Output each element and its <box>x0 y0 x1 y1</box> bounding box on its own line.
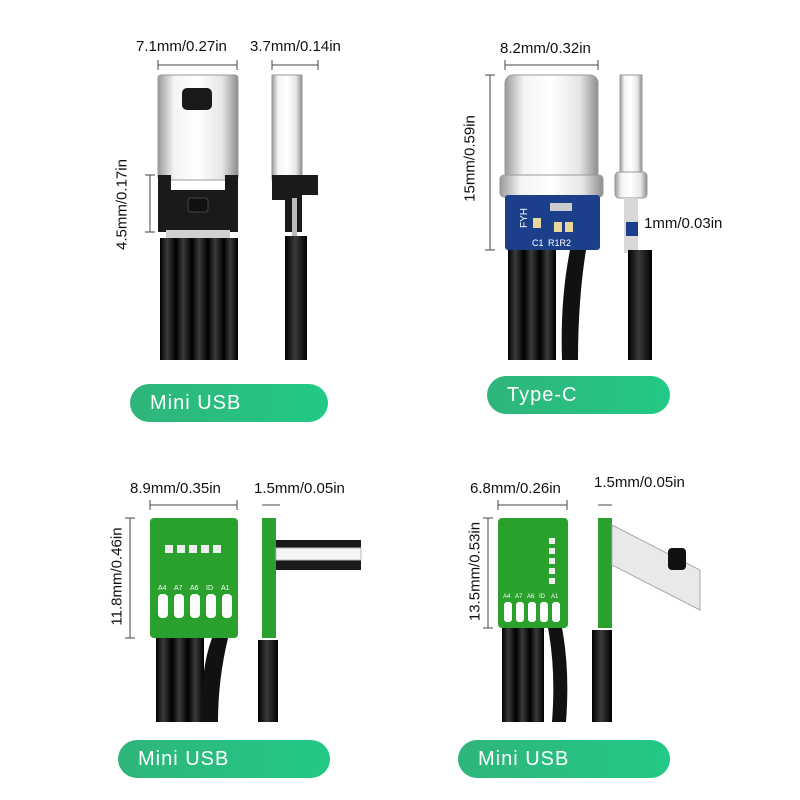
type-c-side-view <box>614 74 652 360</box>
pcb-r-text: R1R2 <box>548 238 571 248</box>
type-c-side-dim: 1mm/0.03in <box>644 215 723 232</box>
mini-usb-width-dim: 7.1mm/0.27in <box>136 38 227 55</box>
pcb2-width-dim: 6.8mm/0.26in <box>470 480 561 497</box>
label-mini-usb-top: Mini USB <box>130 384 328 422</box>
pin-label: A7 <box>174 585 183 592</box>
pcb-side-dim: 1.5mm/0.05in <box>254 480 345 497</box>
label-mini-usb-bottom-left: Mini USB <box>118 740 330 778</box>
mini-usb-front-view <box>145 60 239 360</box>
pcb-brand-text: FYH <box>519 208 530 228</box>
mini-usb-height-dim: 4.5mm/0.17in <box>113 159 131 250</box>
type-c-width-dim: 8.2mm/0.32in <box>500 40 591 57</box>
mini-usb-pcb-side-view <box>258 504 362 722</box>
type-c-front-view: FYH C1 R1R2 <box>485 60 604 360</box>
pin-label: A1 <box>221 585 230 592</box>
mini-usb-pcb-front-view: A4 A7 A6 ID A1 <box>125 500 238 722</box>
pin-label: ID <box>206 585 213 592</box>
pcb-width-dim: 8.9mm/0.35in <box>130 480 221 497</box>
mini-usb-side-dim: 3.7mm/0.14in <box>250 38 341 55</box>
pin-label: A6 <box>190 585 199 592</box>
pin-label: A4 <box>158 585 167 592</box>
mini-usb-pcb2-front-view: A4 A7 A6 ID A1 <box>483 500 568 722</box>
label-mini-usb-bottom-right: Mini USB <box>458 740 670 778</box>
pin-label: A4 <box>503 594 511 600</box>
type-c-height-dim: 15mm/0.59in <box>461 115 479 202</box>
pin-label: ID <box>539 594 546 600</box>
pcb2-height-dim: 13.5mm/0.53in <box>466 521 484 622</box>
pcb2-side-dim: 1.5mm/0.05in <box>594 474 685 491</box>
pin-label: A1 <box>551 594 559 600</box>
pin-label: A6 <box>527 594 535 600</box>
pcb-height-dim: 11.8mm/0.46in <box>108 527 126 626</box>
label-type-c: Type-C <box>487 376 670 414</box>
mini-usb-pcb2-side-view <box>592 504 701 722</box>
pcb-c1-text: C1 <box>532 238 544 248</box>
mini-usb-side-view <box>271 60 319 360</box>
pin-label: A7 <box>515 594 523 600</box>
